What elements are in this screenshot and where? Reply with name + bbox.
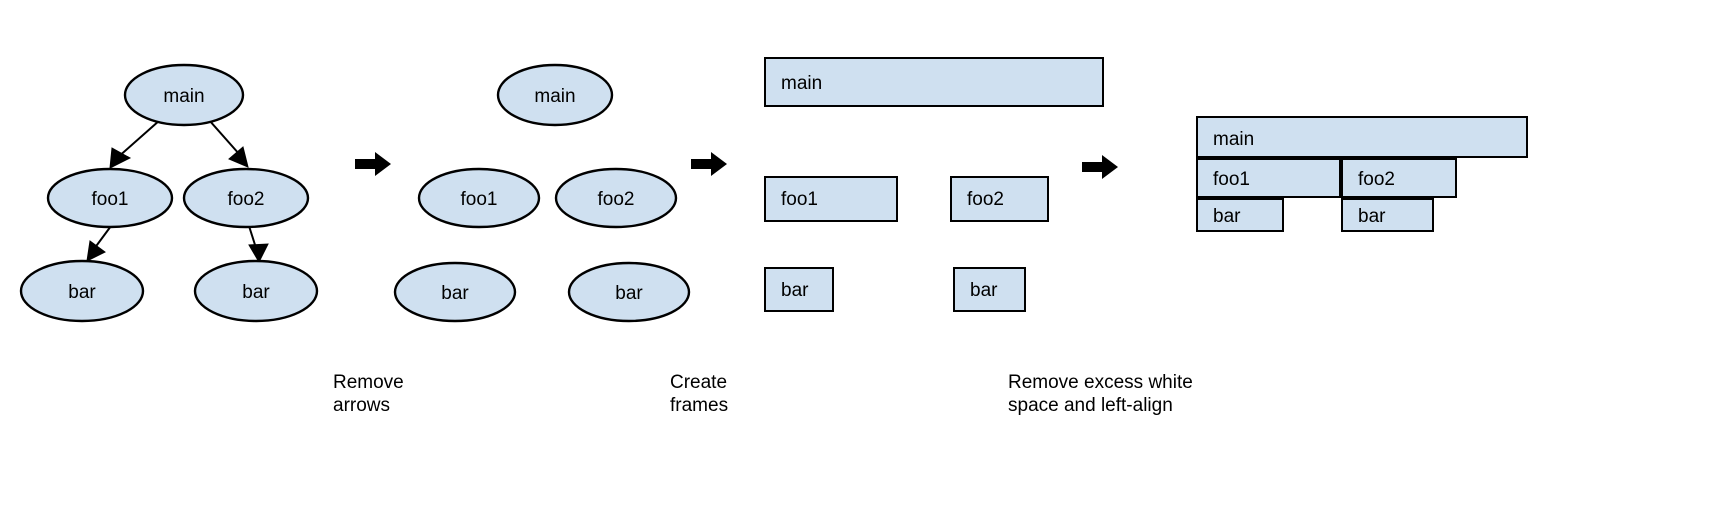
frame-foo2[interactable] xyxy=(950,176,1049,222)
node-bar-right[interactable] xyxy=(193,259,319,323)
frame-bar-left[interactable] xyxy=(764,267,834,312)
frame-foo2[interactable] xyxy=(1341,158,1457,198)
node-foo1[interactable] xyxy=(417,167,541,229)
tree-graph xyxy=(19,63,319,323)
frame-bar-left[interactable] xyxy=(1196,198,1284,232)
node-main[interactable] xyxy=(123,63,245,127)
frame-main[interactable] xyxy=(1196,116,1528,158)
step-arrow-3-icon xyxy=(1082,155,1118,179)
node-bar-right[interactable] xyxy=(567,261,691,323)
caption-remove-white-space: Remove excess white space and left-align xyxy=(1008,372,1193,416)
edge-main-foo2 xyxy=(208,119,249,168)
node-foo2[interactable] xyxy=(182,167,310,229)
node-main[interactable] xyxy=(496,63,614,127)
edge-main-foo1 xyxy=(109,119,161,169)
ellipse-set-graph xyxy=(393,63,691,323)
edge-foo2-bar2 xyxy=(248,225,269,264)
node-bar-left[interactable] xyxy=(393,261,517,323)
node-foo2[interactable] xyxy=(554,167,678,229)
step-arrow-2-icon xyxy=(691,152,727,176)
node-foo1[interactable] xyxy=(46,167,174,229)
frame-foo1[interactable] xyxy=(764,176,898,222)
frame-bar-right[interactable] xyxy=(1341,198,1434,232)
frame-main[interactable] xyxy=(764,57,1104,107)
caption-remove-arrows: Remove arrows xyxy=(333,372,404,416)
edge-foo1-bar1 xyxy=(86,225,112,262)
frame-bar-right[interactable] xyxy=(953,267,1026,312)
frame-foo1[interactable] xyxy=(1196,158,1341,198)
node-bar-left[interactable] xyxy=(19,259,145,323)
step-arrow-1-icon xyxy=(355,152,391,176)
caption-create-frames: Create frames xyxy=(670,372,729,416)
